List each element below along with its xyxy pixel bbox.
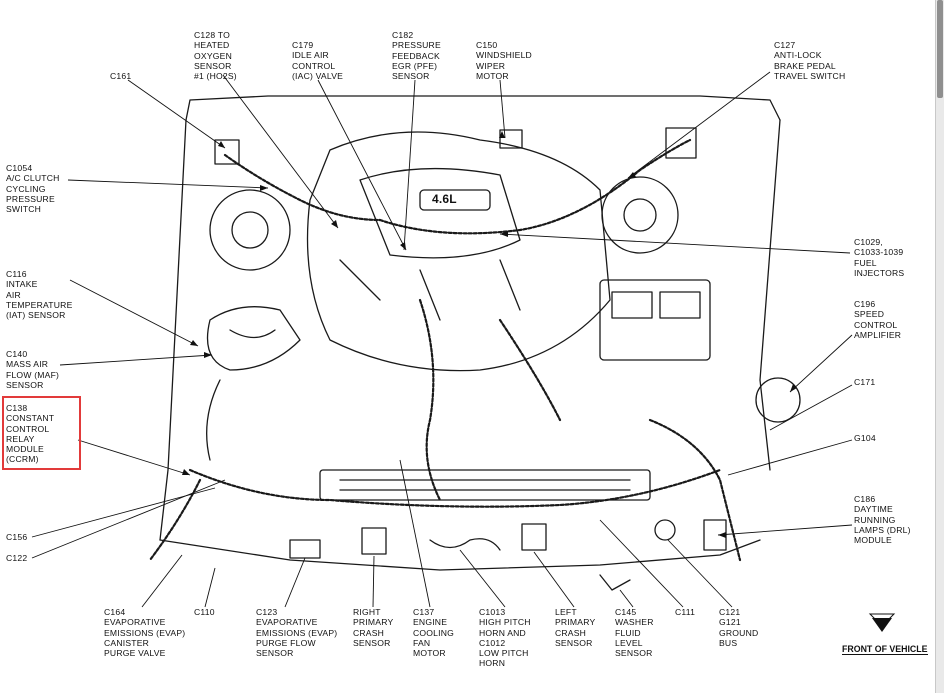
label-c127: C127 ANTI-LOCK BRAKE PEDAL TRAVEL SWITCH bbox=[774, 40, 846, 81]
label-c171: C171 bbox=[854, 377, 876, 387]
label-c121: C121 G121 GROUND BUS bbox=[719, 607, 759, 648]
label-c123: C123 EVAPORATIVE EMISSIONS (EVAP) PURGE … bbox=[256, 607, 338, 659]
vertical-scrollbar[interactable] bbox=[935, 0, 944, 693]
label-c138: C138 CONSTANT CONTROL RELAY MODULE (CCRM… bbox=[6, 403, 55, 465]
label-c156: C156 bbox=[6, 532, 28, 542]
label-c1013: C1013 HIGH PITCH HORN AND C1012 LOW PITC… bbox=[479, 607, 531, 669]
label-c140: C140 MASS AIR FLOW (MAF) SENSOR bbox=[6, 349, 60, 390]
engine-badge: 4.6L bbox=[432, 192, 457, 206]
label-c196: C196 SPEED CONTROL AMPLIFIER bbox=[854, 299, 902, 340]
label-c116: C116 INTAKE AIR TEMPERATURE (IAT) SENSOR bbox=[6, 269, 73, 321]
front-of-vehicle-label: FRONT OF VEHICLE bbox=[842, 644, 928, 655]
scrollbar-thumb[interactable] bbox=[937, 0, 943, 98]
label-left-crash-sensor: LEFT PRIMARY CRASH SENSOR bbox=[555, 607, 596, 648]
label-c186: C186 DAYTIME RUNNING LAMPS (DRL) MODULE bbox=[854, 494, 911, 546]
label-right-crash-sensor: RIGHT PRIMARY CRASH SENSOR bbox=[353, 607, 394, 648]
highlight-box bbox=[2, 396, 81, 470]
label-c137: C137 ENGINE COOLING FAN MOTOR bbox=[413, 607, 455, 659]
label-c111: C111 bbox=[675, 607, 696, 617]
label-c164: C164 EVAPORATIVE EMISSIONS (EVAP) CANIST… bbox=[104, 607, 186, 659]
label-c150: C150 WINDSHIELD WIPER MOTOR bbox=[476, 40, 532, 81]
label-c1054: C1054 A/C CLUTCH CYCLING PRESSURE SWITCH bbox=[6, 163, 60, 215]
label-c122: C122 bbox=[6, 553, 28, 563]
label-c110: C110 bbox=[194, 607, 215, 617]
label-c182: C182 PRESSURE FEEDBACK EGR (PFE) SENSOR bbox=[392, 30, 441, 82]
label-c179: C179 IDLE AIR CONTROL (IAC) VALVE bbox=[292, 40, 344, 81]
label-g104: G104 bbox=[854, 433, 876, 443]
label-c161: C161 bbox=[110, 71, 132, 81]
label-c145: C145 WASHER FLUID LEVEL SENSOR bbox=[615, 607, 654, 659]
label-c128: C128 TO HEATED OXYGEN SENSOR #1 (HO2S) bbox=[194, 30, 237, 82]
front-arrow-icon bbox=[872, 618, 892, 632]
label-c1029: C1029, C1033-1039 FUEL INJECTORS bbox=[854, 237, 905, 278]
